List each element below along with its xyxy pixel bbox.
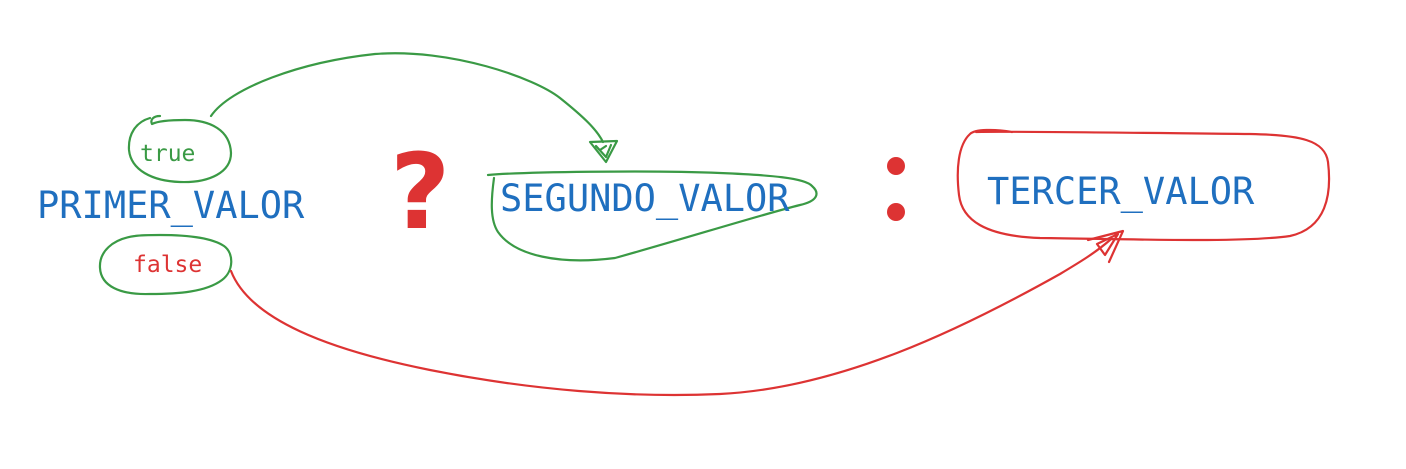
true-arrow-curve [209,52,605,144]
true-label: true [140,141,195,167]
primer-valor-label: PRIMER_VALOR [37,184,305,228]
true-bubble-outline [127,114,233,184]
tercer-valor-label: TERCER_VALOR [987,170,1255,214]
false-label: false [133,252,202,278]
true-arrowhead [588,139,619,164]
segundo-valor-outline [486,170,818,262]
colon-dot-bottom [887,203,905,221]
false-bubble-outline [98,233,233,296]
segundo-valor-label: SEGUNDO_VALOR [500,177,790,221]
false-arrow-curve [229,238,1112,397]
false-arrowhead [1086,229,1125,264]
colon-dot-top [887,157,905,175]
tercer-valor-outline [956,128,1331,242]
question-mark: ? [390,131,450,253]
